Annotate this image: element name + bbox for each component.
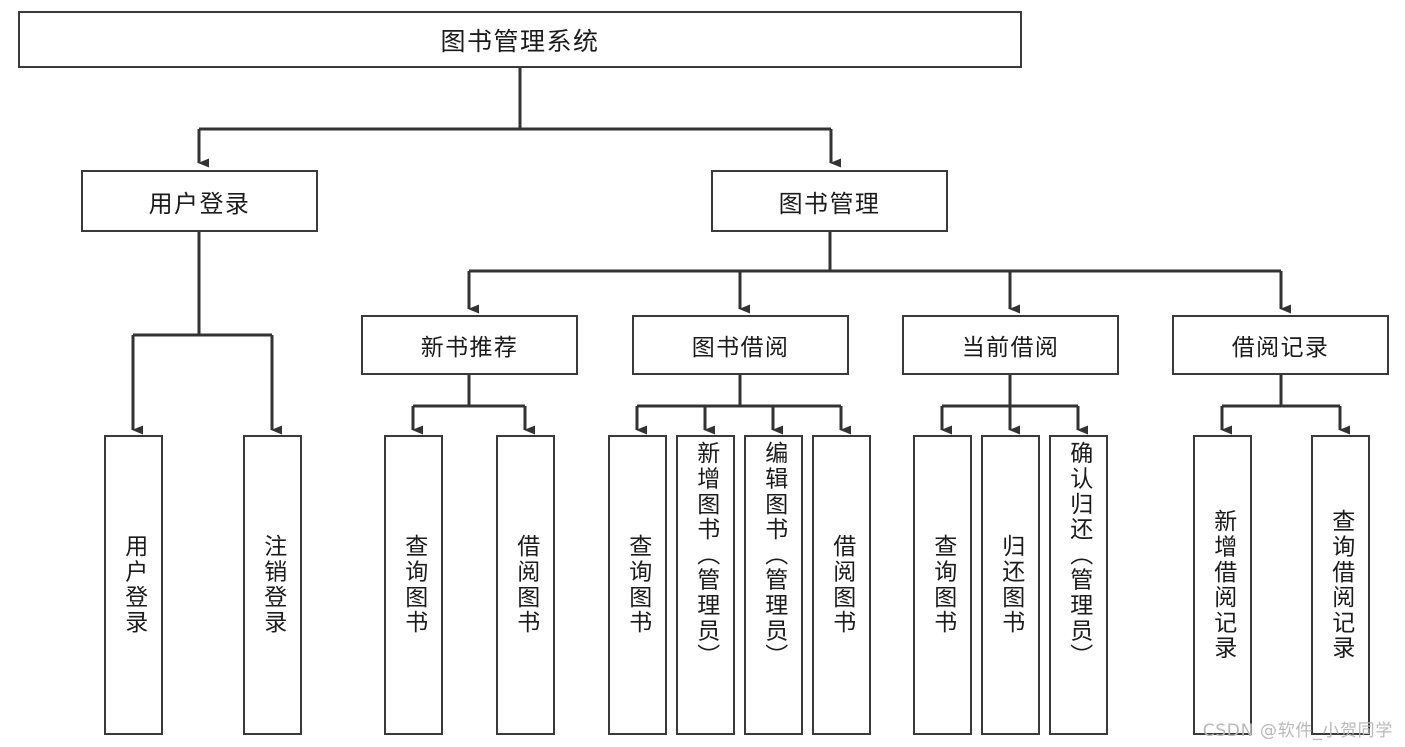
node-label: 图书管理系统 — [440, 26, 600, 56]
node-label: 图书借阅 — [691, 335, 790, 361]
node-label: 借阅图书 — [512, 534, 539, 636]
node-leaf-return-book[interactable]: 归还图书 — [981, 435, 1040, 735]
node-borrow-record[interactable]: 借阅记录 — [1172, 315, 1389, 375]
node-user-login[interactable]: 用户登录 — [81, 170, 318, 232]
node-label: 新书推荐 — [420, 335, 519, 361]
node-leaf-edit-book[interactable]: 编辑图书（管理员） — [744, 435, 803, 735]
node-leaf-query-book-recommend[interactable]: 查询图书 — [384, 435, 443, 735]
node-label: 查询图书 — [400, 534, 427, 636]
node-label: 新增图书（管理员） — [692, 441, 719, 669]
node-label: 注销登录 — [259, 534, 286, 636]
node-label: 用户登录 — [148, 189, 251, 218]
node-book-borrow[interactable]: 图书借阅 — [632, 315, 849, 375]
node-label: 查询图书 — [624, 534, 651, 636]
node-leaf-query-book-current[interactable]: 查询图书 — [913, 435, 972, 735]
node-root-book-management-system[interactable]: 图书管理系统 — [18, 11, 1022, 68]
node-label: 用户登录 — [120, 534, 147, 636]
node-label: 查询图书 — [929, 534, 956, 636]
node-leaf-confirm-return[interactable]: 确认归还（管理员） — [1049, 435, 1108, 735]
node-label: 借阅记录 — [1231, 335, 1330, 361]
csdn-watermark: CSDN @软件_小贺同学 — [1202, 721, 1393, 741]
node-label: 确认归还（管理员） — [1065, 441, 1092, 669]
node-label: 编辑图书（管理员） — [760, 441, 787, 669]
node-leaf-borrow-book-recommend[interactable]: 借阅图书 — [496, 435, 555, 735]
node-book-management[interactable]: 图书管理 — [711, 170, 948, 232]
node-leaf-add-book[interactable]: 新增图书（管理员） — [676, 435, 735, 735]
node-leaf-user-login[interactable]: 用户登录 — [104, 435, 163, 735]
node-label: 图书管理 — [778, 189, 881, 218]
node-leaf-query-borrow-record[interactable]: 查询借阅记录 — [1311, 435, 1370, 735]
node-leaf-borrow-book[interactable]: 借阅图书 — [812, 435, 871, 735]
node-label: 归还图书 — [997, 534, 1024, 636]
node-label: 当前借阅 — [961, 335, 1060, 361]
node-leaf-add-borrow-record[interactable]: 新增借阅记录 — [1193, 435, 1252, 735]
node-label: 新增借阅记录 — [1209, 509, 1236, 661]
node-label: 查询借阅记录 — [1327, 509, 1354, 661]
node-current-borrow[interactable]: 当前借阅 — [902, 315, 1119, 375]
node-label: 借阅图书 — [828, 534, 855, 636]
node-new-book-recommend[interactable]: 新书推荐 — [361, 315, 578, 375]
node-leaf-logout[interactable]: 注销登录 — [243, 435, 302, 735]
node-leaf-query-book-borrow[interactable]: 查询图书 — [608, 435, 667, 735]
